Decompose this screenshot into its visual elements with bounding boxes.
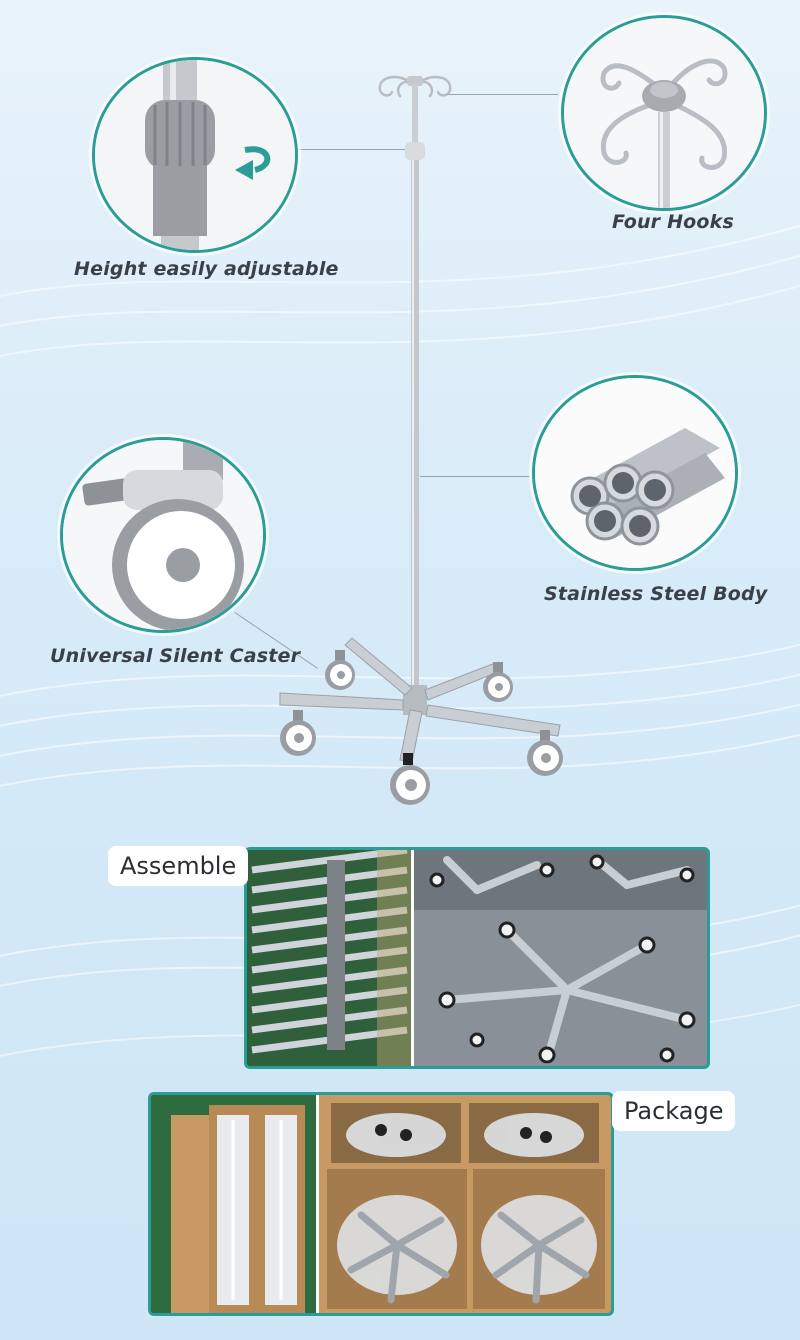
assemble-photos	[244, 847, 710, 1069]
caster-closeup	[60, 437, 266, 633]
assemble-label: Assemble	[108, 846, 249, 886]
caster-caption: Universal Silent Caster	[50, 645, 301, 667]
iv-stand-image	[279, 75, 563, 805]
steel-caption: Stainless Steel Body	[544, 583, 768, 605]
height-adjuster-closeup	[92, 57, 298, 253]
package-photos	[148, 1092, 614, 1316]
steel-tubes-closeup	[532, 375, 738, 571]
four-hooks-closeup	[561, 15, 767, 211]
package-label: Package	[612, 1091, 736, 1131]
leader-height	[295, 149, 405, 150]
hooks-caption: Four Hooks	[612, 211, 735, 233]
leader-steel	[420, 476, 530, 477]
leader-hooks	[440, 94, 558, 95]
height-caption: Height easily adjustable	[74, 258, 339, 280]
